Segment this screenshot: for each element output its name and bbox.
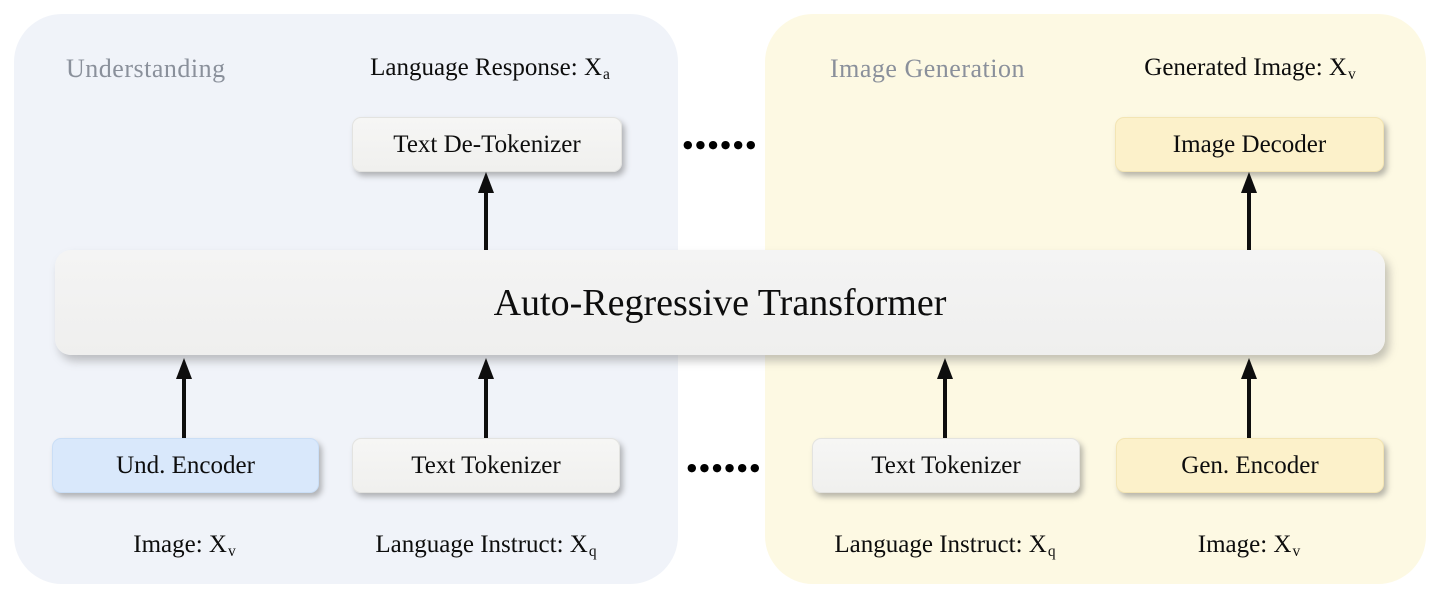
text-tokenizer-box-understanding: Text Tokenizer (352, 438, 620, 493)
language-instruct-subscript: q (588, 543, 597, 561)
language-response-caption-text: Language Response: X (370, 54, 602, 81)
arrowhead-icon (937, 358, 953, 379)
arrow-transformer-to-image-decoder (1241, 172, 1257, 250)
language-instruct-subscript: q (1047, 543, 1056, 561)
image-input-caption-text: Image: X (133, 531, 227, 558)
generated-image-caption-text: Generated Image: X (1144, 54, 1347, 81)
image-input-subscript: v (227, 543, 236, 561)
generated-image-caption: Generated Image: Xv (1100, 54, 1400, 84)
language-response-subscript: a (603, 66, 610, 84)
language-response-caption: Language Response: Xa (340, 54, 640, 84)
image-input-caption-generation: Image: Xv (1116, 531, 1382, 561)
language-instruct-caption-generation: Language Instruct: Xq (789, 531, 1101, 561)
image-input-subscript: v (1292, 543, 1301, 561)
arrow-transformer-to-text-detokenizer (478, 172, 494, 250)
generation-encoder-box: Gen. Encoder (1116, 438, 1384, 493)
arrow-shaft (1247, 193, 1251, 250)
arrow-text-tokenizer-to-transformer-generation (937, 358, 953, 438)
understanding-section-title: Understanding (66, 54, 226, 83)
text-detokenizer-box: Text De-Tokenizer (352, 117, 622, 172)
arrowhead-icon (478, 172, 494, 193)
arrow-shaft (484, 379, 488, 438)
arrow-shaft (1247, 379, 1251, 438)
ellipsis-dots-top: ●●●●●● (683, 138, 759, 151)
arrow-shaft (182, 379, 186, 438)
image-generation-section-title: Image Generation (830, 54, 1025, 83)
arrow-shaft (484, 193, 488, 250)
arrowhead-icon (176, 358, 192, 379)
image-input-caption-text: Image: X (1197, 531, 1292, 558)
image-input-caption-understanding: Image: Xv (52, 531, 317, 561)
arrowhead-icon (1241, 358, 1257, 379)
language-instruct-caption-understanding: Language Instruct: Xq (330, 531, 642, 561)
text-tokenizer-box-generation: Text Tokenizer (812, 438, 1080, 493)
generated-image-subscript: v (1347, 66, 1356, 84)
ellipsis-dots-bottom: ●●●●●● (687, 461, 763, 474)
language-instruct-caption-text: Language Instruct: X (834, 531, 1047, 558)
arrow-text-tokenizer-to-transformer-understanding (478, 358, 494, 438)
arrow-gen-encoder-to-transformer (1241, 358, 1257, 438)
arrow-shaft (943, 379, 947, 438)
arrowhead-icon (1241, 172, 1257, 193)
image-decoder-box: Image Decoder (1115, 117, 1384, 172)
language-instruct-caption-text: Language Instruct: X (375, 531, 588, 558)
arrowhead-icon (478, 358, 494, 379)
arrow-und-encoder-to-transformer (176, 358, 192, 438)
auto-regressive-transformer-box: Auto-Regressive Transformer (55, 250, 1385, 355)
understanding-encoder-box: Und. Encoder (52, 438, 319, 493)
